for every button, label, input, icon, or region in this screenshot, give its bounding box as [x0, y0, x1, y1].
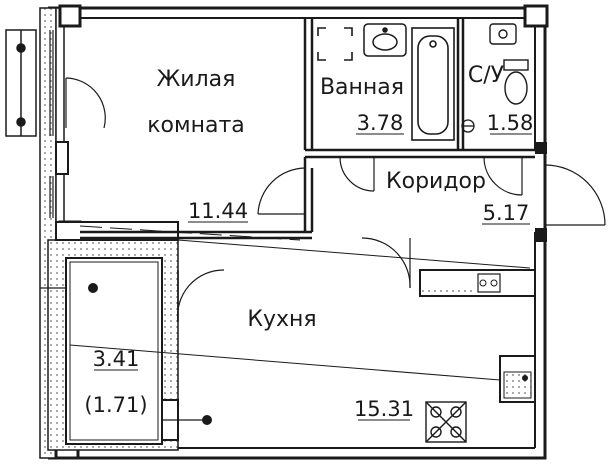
ventilation-shaft-icon [499, 355, 536, 403]
window-living-left [5, 29, 37, 137]
balcony-reduced-area: (1.71) [84, 393, 147, 417]
window-frames-left [49, 30, 54, 218]
kitchen-door-swing [361, 237, 411, 289]
balcony-marker-top [88, 283, 98, 293]
shower-area-icon [317, 27, 353, 61]
column-top-right [523, 4, 549, 28]
riser-icon [461, 119, 475, 133]
kitchen-counter-hatch [422, 287, 476, 294]
toilet-area: 1.58 [487, 111, 534, 135]
zone-separator-long [177, 239, 531, 269]
kitchen-name: Кухня [247, 307, 316, 332]
column-right-mid [535, 228, 547, 242]
living-room-name: Жилая [157, 67, 236, 92]
bathroom-area: 3.78 [357, 111, 404, 135]
column-top-left [58, 4, 82, 28]
toilet-name: С/У [468, 63, 505, 88]
living-room-name-line2: комната [147, 113, 245, 138]
entrance-door-swing [544, 164, 606, 226]
living-room-area: 11.44 [188, 199, 248, 223]
bathroom-name: Ванная [320, 75, 404, 100]
bathtub-icon [411, 27, 455, 141]
kitchen-sink [477, 273, 501, 293]
kitchen-area: 15.31 [354, 397, 414, 421]
kitchen-diagonal [69, 344, 501, 381]
living-door-swing [257, 167, 306, 215]
balcony-door-swing [177, 269, 225, 323]
column-right-top [535, 142, 547, 154]
window-sill-small [55, 141, 69, 175]
corridor-name: Коридор [386, 169, 486, 194]
stove-icon [425, 401, 467, 443]
corridor-area: 5.17 [483, 201, 530, 225]
balcony-area: 3.41 [93, 347, 140, 371]
interior-partitions [80, 18, 535, 240]
zone-separator [79, 225, 301, 241]
toilet-door-swing [483, 156, 523, 196]
balcony-inner-frame [69, 261, 159, 441]
washbasin-icon [363, 23, 407, 57]
living-window-swing [65, 77, 106, 129]
toilet-sink-icon [489, 23, 517, 45]
toilet-bowl-icon [503, 59, 529, 105]
bathroom-door-swing [339, 156, 375, 192]
